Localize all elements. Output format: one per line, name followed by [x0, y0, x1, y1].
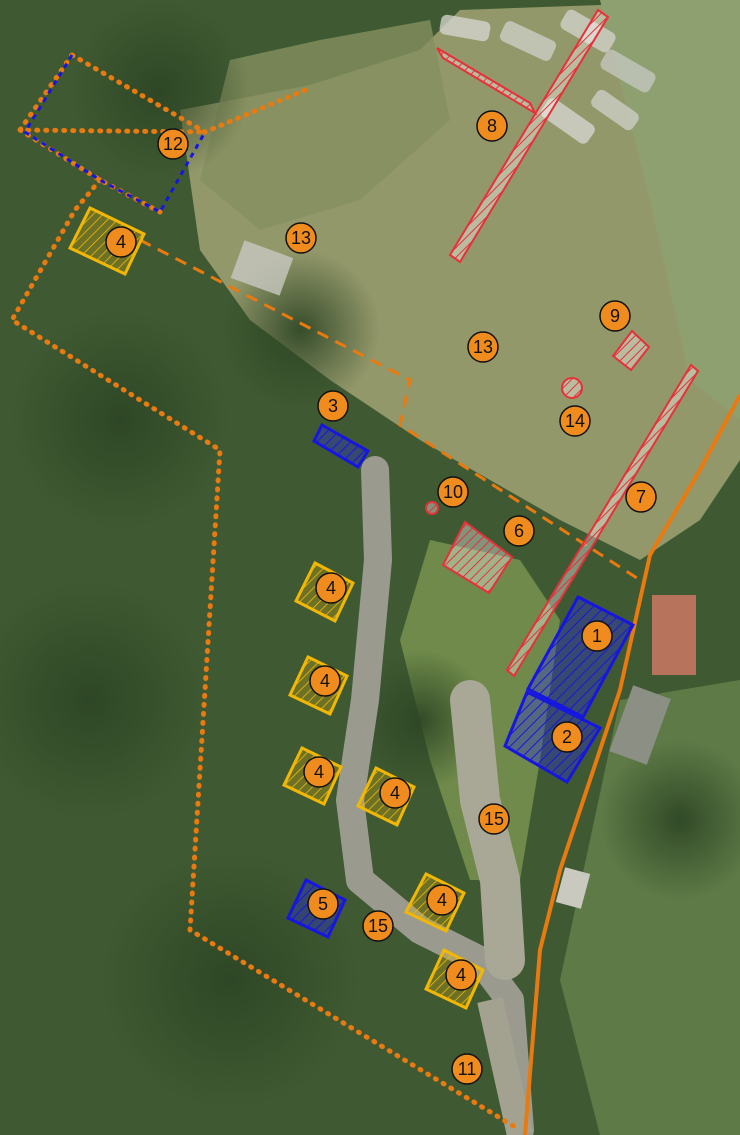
tree-clump	[10, 310, 230, 530]
marker-label: 15	[368, 916, 388, 936]
feature-14	[561, 377, 583, 399]
tree-clump	[600, 740, 740, 900]
marker-4: 4	[303, 756, 335, 788]
marker-circle	[379, 777, 411, 809]
marker-label: 4	[320, 671, 330, 691]
marker-circle	[599, 300, 631, 332]
marker-label: 14	[565, 411, 585, 431]
marker-15: 15	[362, 910, 394, 942]
marker-4: 4	[445, 959, 477, 991]
marker-circle	[437, 476, 469, 508]
hedge-line-8b	[436, 47, 538, 116]
gravel-path	[336, 456, 534, 1135]
marker-circle	[303, 756, 335, 788]
marker-3: 3	[317, 390, 349, 422]
marker-label: 4	[456, 965, 466, 985]
building-roof	[609, 685, 671, 765]
plot-12-outline	[22, 54, 207, 215]
marker-circle	[315, 572, 347, 604]
marker-14: 14	[559, 405, 591, 437]
marker-circle	[426, 884, 458, 916]
marker-9: 9	[599, 300, 631, 332]
marker-circle	[503, 515, 535, 547]
marker-label: 4	[390, 783, 400, 803]
marker-6: 6	[503, 515, 535, 547]
marker-circle	[317, 390, 349, 422]
marker-circle	[625, 481, 657, 513]
marker-5: 5	[307, 888, 339, 920]
marker-label: 7	[636, 487, 646, 507]
marker-circle	[362, 910, 394, 942]
marker-8: 8	[476, 110, 508, 142]
marker-label: 3	[328, 396, 338, 416]
marker-4: 4	[309, 665, 341, 697]
marker-4: 4	[426, 884, 458, 916]
marker-circle	[309, 665, 341, 697]
marker-label: 13	[291, 228, 311, 248]
marker-4: 4	[315, 572, 347, 604]
marker-label: 15	[484, 809, 504, 829]
marker-label: 11	[458, 1059, 477, 1079]
plot-3	[312, 422, 371, 470]
road-edge-line	[523, 394, 740, 1135]
building-roof	[652, 595, 696, 675]
marker-4: 4	[379, 777, 411, 809]
marker-circle	[478, 803, 510, 835]
marker-circle	[105, 226, 137, 258]
feature-10	[425, 501, 439, 515]
marker-label: 4	[116, 232, 126, 252]
tree-clump	[0, 580, 210, 820]
marker-1: 1	[581, 620, 613, 652]
gravel-path	[450, 680, 525, 980]
marker-11: 11	[451, 1053, 483, 1085]
building-roof	[230, 240, 294, 296]
marker-10: 10	[437, 476, 469, 508]
tree-clump	[350, 650, 490, 790]
marker-label: 12	[163, 134, 183, 154]
plot-9	[611, 329, 651, 372]
marker-circle	[581, 620, 613, 652]
marker-13: 13	[285, 222, 317, 254]
marker-7: 7	[625, 481, 657, 513]
marker-label: 4	[314, 762, 324, 782]
meadow-edge-line	[139, 238, 641, 582]
grass-area	[200, 20, 450, 230]
marker-circle	[451, 1053, 483, 1085]
marker-label: 4	[437, 890, 447, 910]
marker-2: 2	[551, 721, 583, 753]
marker-label: 2	[562, 727, 572, 747]
marker-circle	[559, 405, 591, 437]
marker-label: 9	[610, 306, 620, 326]
marker-label: 1	[592, 626, 602, 646]
marker-12: 12	[157, 128, 189, 160]
marker-4: 4	[105, 226, 137, 258]
marker-13: 13	[467, 331, 499, 363]
hedge-line-8	[448, 8, 610, 264]
crop-field	[600, 0, 740, 420]
marker-circle	[157, 128, 189, 160]
marker-label: 13	[473, 337, 493, 357]
marker-circle	[445, 959, 477, 991]
tree-clump	[220, 250, 380, 410]
marker-circle	[467, 331, 499, 363]
marker-label: 5	[318, 894, 328, 914]
marker-circle	[307, 888, 339, 920]
hedge-line-7	[505, 363, 700, 678]
marker-label: 8	[487, 116, 497, 136]
marker-circle	[551, 721, 583, 753]
marker-label: 6	[514, 521, 524, 541]
gravel-path	[477, 997, 533, 1135]
building-roof	[555, 867, 591, 909]
marker-circle	[476, 110, 508, 142]
plot-6	[441, 520, 514, 595]
tree-clump	[70, 0, 250, 180]
marker-label: 4	[326, 578, 336, 598]
site-boundary	[8, 52, 523, 1133]
marker-label: 10	[443, 482, 463, 502]
marker-circle	[285, 222, 317, 254]
marker-15: 15	[478, 803, 510, 835]
